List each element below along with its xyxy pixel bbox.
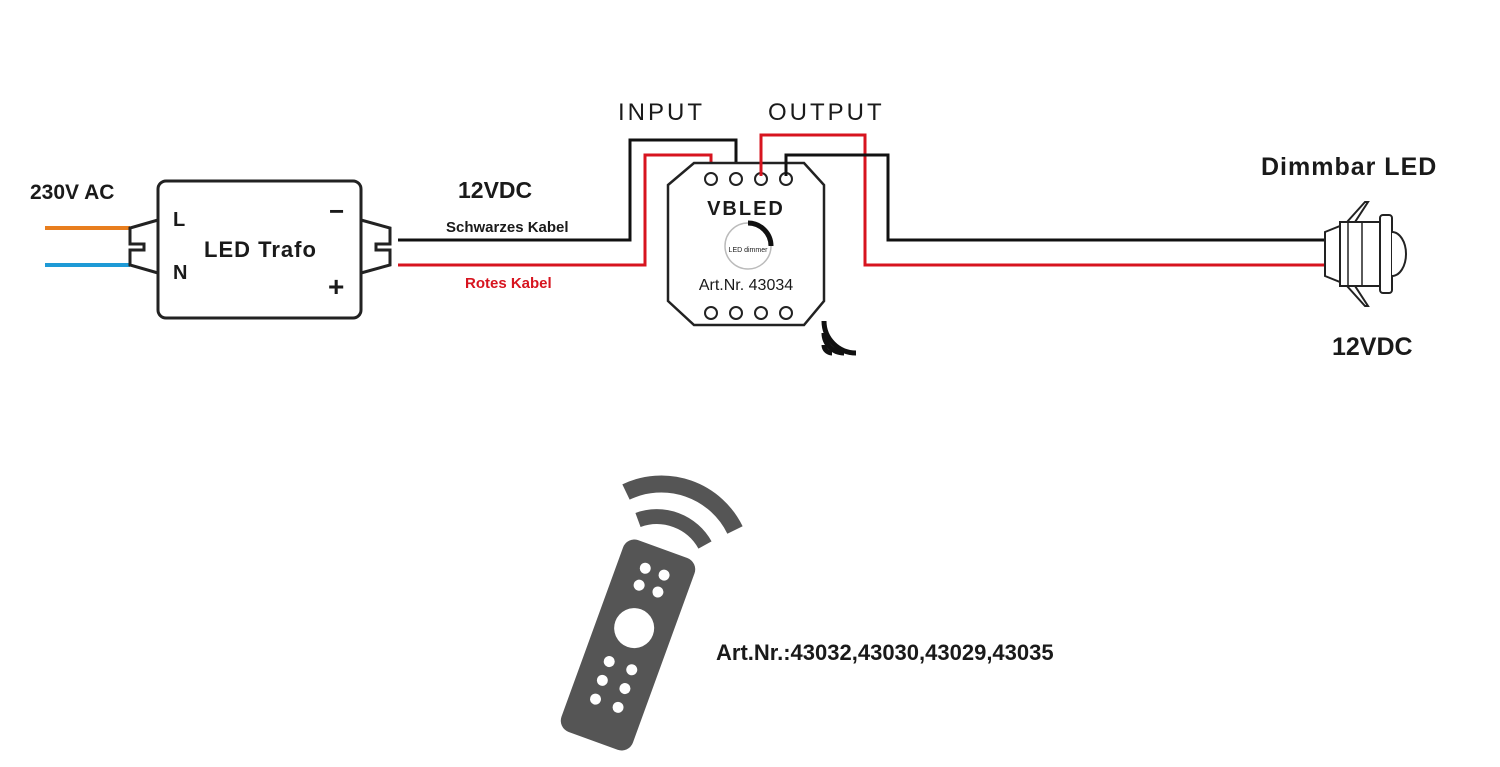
black-wire-input — [398, 138, 738, 242]
trafo-body — [156, 179, 363, 320]
led-clip-bottom — [1344, 285, 1370, 307]
black-cable-label: Schwarzes Kabel — [446, 219, 569, 236]
mains-voltage-label: 230V AC — [30, 181, 114, 204]
wireless-signal-icon — [821, 320, 857, 356]
dimmer-brand: VBLED — [707, 198, 785, 220]
remote-control: Art.Nr.:43032,43030,43029,43035 — [560, 475, 1054, 751]
led-bezel — [1379, 214, 1393, 294]
trafo-terminal-l: L — [173, 209, 185, 231]
dimmer-knob-arc — [747, 220, 774, 247]
dimmer-knob-label: LED dimmer — [729, 247, 769, 254]
led-rear — [1324, 224, 1341, 284]
dimmer-bottom-terminals — [704, 306, 793, 320]
trafo-left-tab — [128, 218, 159, 275]
dc-voltage-label: 12VDC — [458, 177, 532, 203]
led-title: Dimmbar LED — [1261, 153, 1437, 181]
trafo-minus-terminal: − — [329, 196, 344, 226]
led-transformer: L N LED Trafo − + — [128, 179, 392, 320]
red-wire-input — [398, 153, 713, 267]
remote-art-nr: Art.Nr.:43032,43030,43029,43035 — [716, 640, 1054, 665]
led-voltage-label: 12VDC — [1332, 333, 1413, 361]
input-label: INPUT — [618, 99, 705, 126]
dimmable-led: Dimmbar LED 12VDC — [1261, 153, 1437, 361]
trafo-label: LED Trafo — [204, 237, 317, 262]
black-wire-output — [784, 153, 1325, 242]
dimmer-art-nr: Art.Nr. 43034 — [699, 277, 793, 294]
led-dimmer-module: INPUT OUTPUT VBLED LED dimmer Art.Nr. 43… — [618, 99, 885, 356]
led-lens — [1391, 231, 1407, 277]
dc-output-wires — [759, 133, 1325, 267]
trafo-right-tab — [360, 218, 392, 275]
led-housing — [1339, 221, 1381, 287]
led-clip-top — [1344, 201, 1370, 223]
red-wire-output — [759, 133, 1325, 267]
red-cable-label: Rotes Kabel — [465, 275, 552, 292]
trafo-terminal-n: N — [173, 262, 187, 284]
trafo-plus-terminal: + — [328, 271, 344, 302]
remote-center-button — [614, 608, 655, 649]
remote-body — [560, 539, 696, 751]
output-label: OUTPUT — [768, 99, 885, 126]
mains-input: 230V AC — [30, 181, 130, 267]
remote-signal-icon — [622, 475, 743, 549]
